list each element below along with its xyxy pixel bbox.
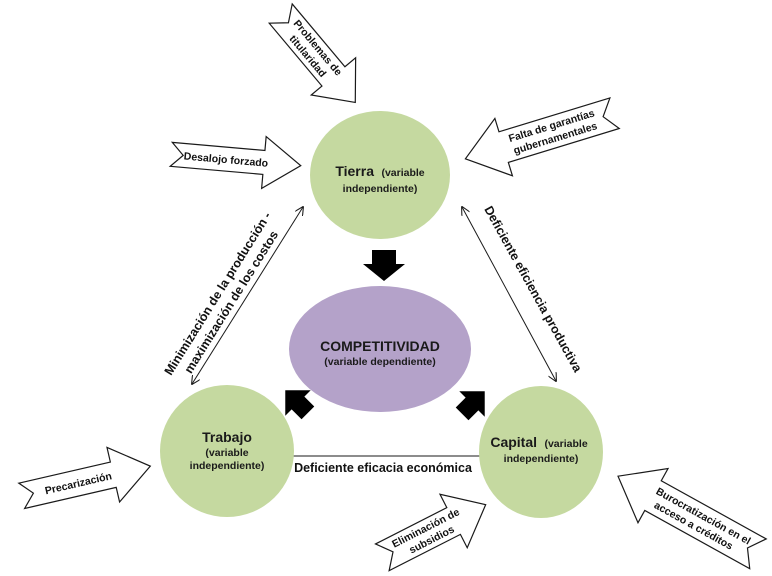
node-capital-sublabel: independiente) [504,453,579,465]
pressure-arrow-desalojo-forzado: Desalojo forzado [168,135,302,190]
relation-label-tierra-capital: Deficiente eficiencia productiva [481,204,585,376]
node-tierra-label: Tierra (variable [335,163,424,180]
pressure-arrow-falta-garantias: Falta de garantías gubernamentales [464,96,621,177]
pressure-arrow-problemas-titularidad: Problemas de titularidad [267,2,357,104]
pressure-arrow-burocratizacion: Burocratización en el acceso a créditos [617,467,768,570]
node-competitividad-sublabel: (variable dependiente) [324,356,435,368]
relation-label-line1: Deficiente eficiencia productiva [481,204,585,376]
node-trabajo-title: Trabajo [202,429,252,445]
relation-line-tierra-trabajo [192,207,303,384]
node-tierra-sublabel: independiente) [343,183,418,195]
relation-label-tierra-trabajo: Minimización de la producción - maximiza… [162,210,282,378]
block-arrow-trabajo-to-competitividad [285,390,315,420]
relation-label-line2: maximización de los costos [182,228,282,376]
block-arrow-tierra-to-competitividad [363,250,405,281]
node-trabajo-sublabel2: independiente) [190,460,265,472]
node-competitividad [289,286,471,412]
pressure-arrow-eliminacion-subsidios: Eliminación de subsidios [374,493,487,572]
block-arrow-capital-to-competitividad [455,391,485,421]
relation-label-line1: Minimización de la producción - [162,210,274,378]
node-tierra [310,111,450,239]
node-trabajo [160,385,294,517]
relation-label-trabajo-capital: Deficiente eficacia económica [294,461,473,475]
relation-line-tierra-capital [462,207,556,381]
node-capital [479,386,603,518]
pressure-arrow-precarizacion: Precarización [17,446,152,510]
node-trabajo-sublabel1: (variable [205,447,248,459]
node-competitividad-title: COMPETITIVIDAD [320,338,440,354]
node-capital-label: Capital (variable [490,434,587,451]
